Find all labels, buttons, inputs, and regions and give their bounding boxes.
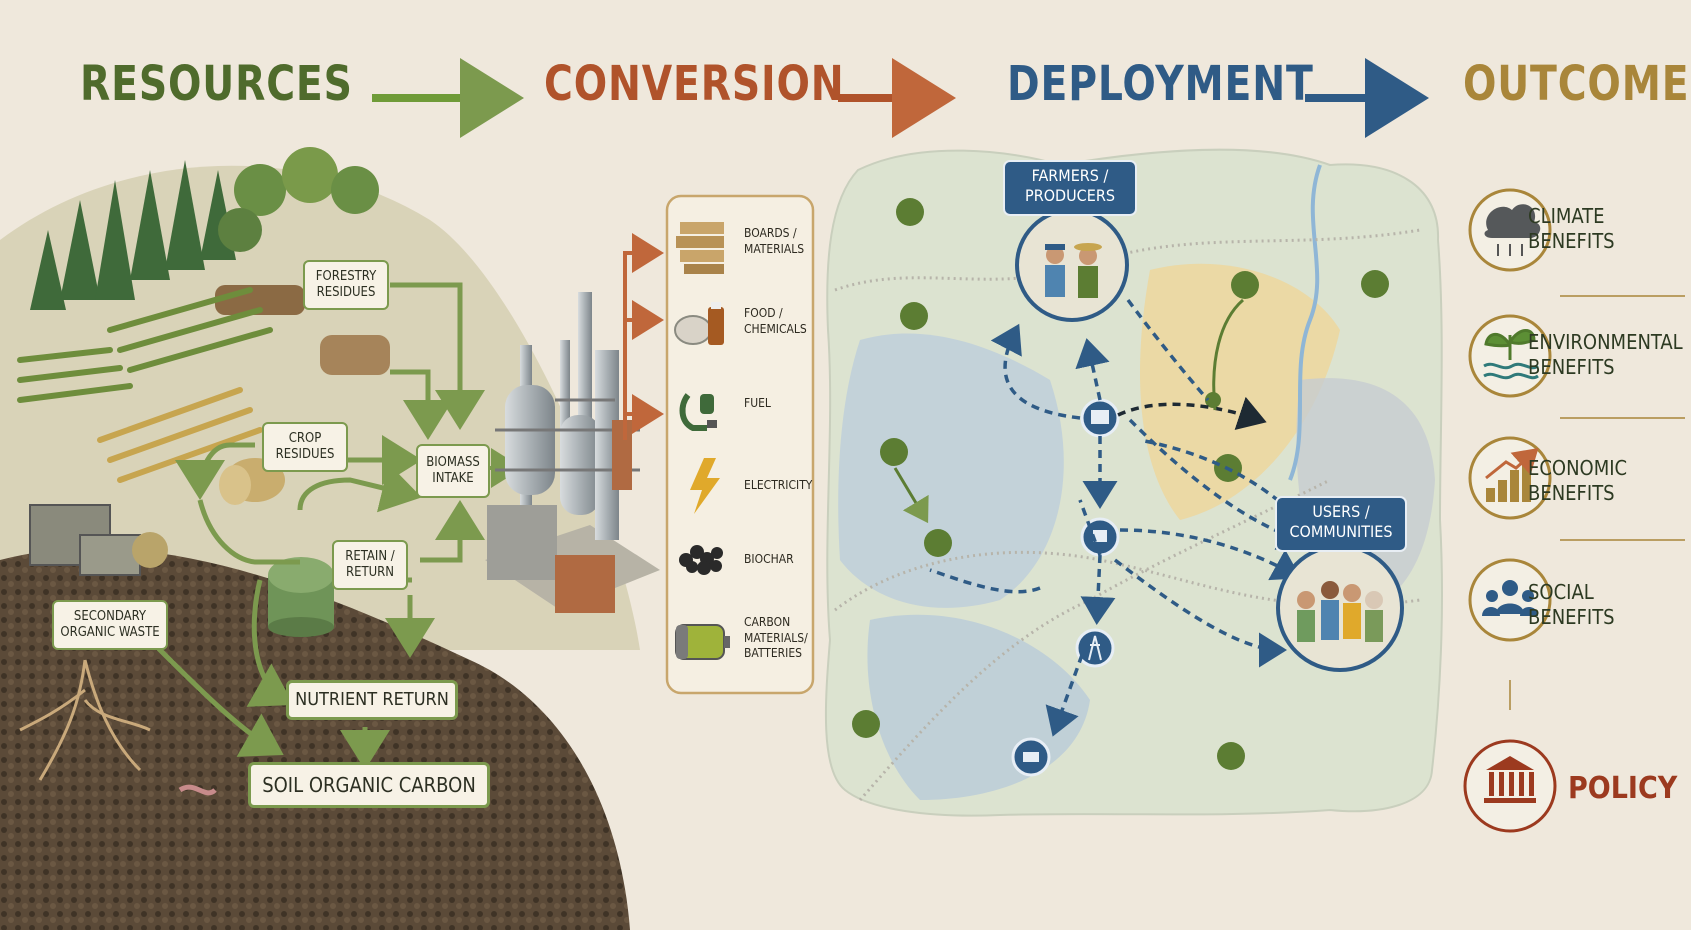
- nutrient-return-label: NUTRIENT RETURN: [286, 680, 458, 720]
- outcome-label-economic: ECONOMIC BENEFITS: [1528, 456, 1628, 505]
- policy-label: POLICY: [1568, 771, 1678, 806]
- deployment-map: [824, 148, 1443, 817]
- forest: [30, 147, 379, 310]
- barn-node-icon: [852, 270, 1389, 770]
- product-label-carbon-materials: CARBON MATERIALS/ BATTERIES: [744, 615, 808, 661]
- outcomes-header: OUTCOMES: [1463, 56, 1691, 112]
- food-chemicals-icon: [674, 302, 724, 345]
- factory-icon: [1011, 737, 1051, 777]
- boards-icon: [676, 222, 724, 274]
- product-icons: [674, 222, 730, 660]
- power-tower-icon: [1075, 628, 1115, 668]
- communities-portrait: [1276, 544, 1404, 672]
- crop-rows: [17, 287, 273, 483]
- divider-lines: [1509, 295, 1685, 710]
- biochar-icon: [679, 545, 723, 575]
- resources-header: RESOURCES: [80, 56, 353, 112]
- farmers-producers-tag: FARMERS / PRODUCERS: [1003, 160, 1137, 216]
- product-label-fuel: FUEL: [744, 396, 771, 410]
- outcomes-icons: [1463, 188, 1685, 833]
- cloud-rain-icon: [1468, 188, 1552, 272]
- refinery: [485, 292, 660, 613]
- roots: [19, 659, 151, 781]
- outcome-label-social: SOCIAL BENEFITS: [1528, 580, 1615, 629]
- communities-illustration: [1297, 581, 1383, 642]
- biomass-intake-label: BIOMASS INTAKE: [416, 444, 490, 498]
- conversion-header: CONVERSION: [544, 56, 845, 112]
- lightning-icon: [690, 458, 720, 514]
- outcome-label-environmental: ENVIRONMENTAL BENEFITS: [1528, 330, 1683, 379]
- product-label-food-chemicals: FOOD / CHEMICALS: [744, 306, 807, 336]
- growth-chart-icon: [1468, 436, 1552, 520]
- plant-water-icon: [1468, 314, 1552, 398]
- hub-facility-icon: [1080, 398, 1120, 438]
- product-arrows: [623, 233, 664, 440]
- retain-return-label: RETAIN / RETURN: [332, 540, 408, 590]
- product-label-biochar: BIOCHAR: [744, 552, 794, 566]
- product-label-boards: BOARDS / MATERIALS: [744, 226, 805, 256]
- fuel-nozzle-icon: [679, 393, 717, 431]
- digester: [268, 557, 334, 637]
- institution-icon: [1463, 739, 1557, 833]
- farmers-illustration: [1045, 243, 1102, 298]
- farmers-portrait: [1015, 208, 1129, 322]
- users-communities-tag: USERS / COMMUNITIES: [1275, 496, 1407, 552]
- tree-node-icon: [880, 198, 1259, 482]
- crop-residues-label: CROP RESIDUES: [262, 422, 348, 472]
- product-label-electricity: ELECTRICITY: [744, 478, 813, 492]
- forestry-residues-label: FORESTRY RESIDUES: [303, 260, 389, 310]
- secondary-organic-waste-label: SECONDARY ORGANIC WASTE: [52, 600, 168, 650]
- deployment-header: DEPLOYMENT: [1007, 56, 1314, 112]
- people-icon: [1468, 558, 1552, 642]
- outcome-label-climate: CLIMATE BENEFITS: [1528, 204, 1615, 253]
- soil-organic-carbon-label: SOIL ORGANIC CARBON: [248, 762, 490, 808]
- waste-bins: [29, 504, 168, 576]
- battery-icon: [675, 624, 730, 660]
